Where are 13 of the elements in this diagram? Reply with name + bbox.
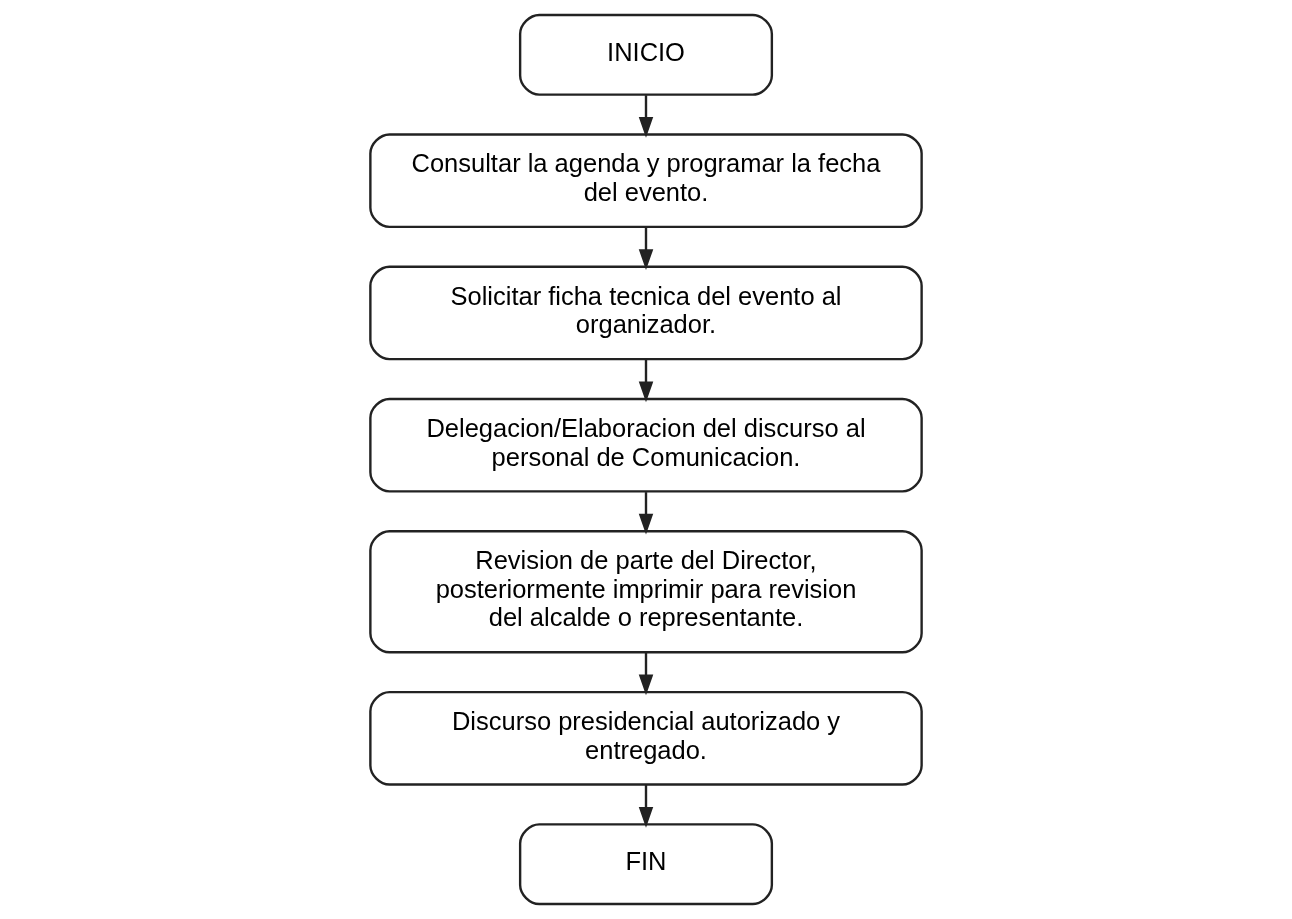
arrow <box>638 227 654 271</box>
node-box: Consultar la agenda y programar la fecha del evento. <box>369 133 923 229</box>
node-box: Revision de parte del Director, posteriormente imprimir para revision del alcalde o representante. <box>369 530 923 654</box>
arrow <box>638 652 654 696</box>
arrow <box>638 784 654 828</box>
arrow <box>638 95 654 138</box>
node-box: Solicitar ficha tecnica del evento al organizador. <box>369 265 923 361</box>
node-box: INICIO <box>518 13 774 96</box>
node-box: FIN <box>518 823 774 906</box>
arrow <box>638 359 654 403</box>
node-box: Delegacion/Elaboracion del discurso al personal de Comunicacion. <box>369 397 923 493</box>
node-box: Discurso presidencial autorizado y entregado. <box>369 690 923 786</box>
arrow <box>638 492 654 535</box>
